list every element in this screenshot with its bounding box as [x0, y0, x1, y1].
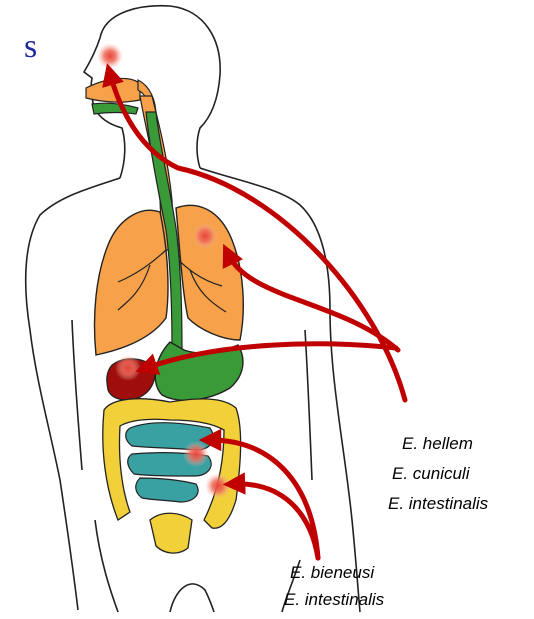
right-arm-inner [305, 330, 312, 480]
species-label: E. cuniculi [392, 464, 469, 484]
title-fragment: s [24, 28, 37, 66]
species-label: E. hellem [402, 434, 473, 454]
left-leg [95, 520, 118, 612]
left-lung [95, 210, 169, 355]
infection-site-nose [97, 43, 123, 69]
mouth [92, 103, 138, 114]
infection-site-colon [205, 473, 231, 499]
species-label: E. intestinalis [284, 590, 384, 610]
left-arm-inner [72, 320, 82, 470]
arrow-to-lung [228, 254, 398, 350]
crotch [170, 584, 214, 612]
infection-site-liver [115, 355, 141, 381]
infection-site-small-intestine [183, 441, 209, 467]
left-shoulder-arm [26, 178, 120, 610]
rectum [150, 513, 192, 553]
species-label: E. bieneusi [290, 563, 374, 583]
species-label: E. intestinalis [388, 494, 488, 514]
infection-site-lung [192, 223, 218, 249]
arrow-to-colon [234, 484, 318, 558]
